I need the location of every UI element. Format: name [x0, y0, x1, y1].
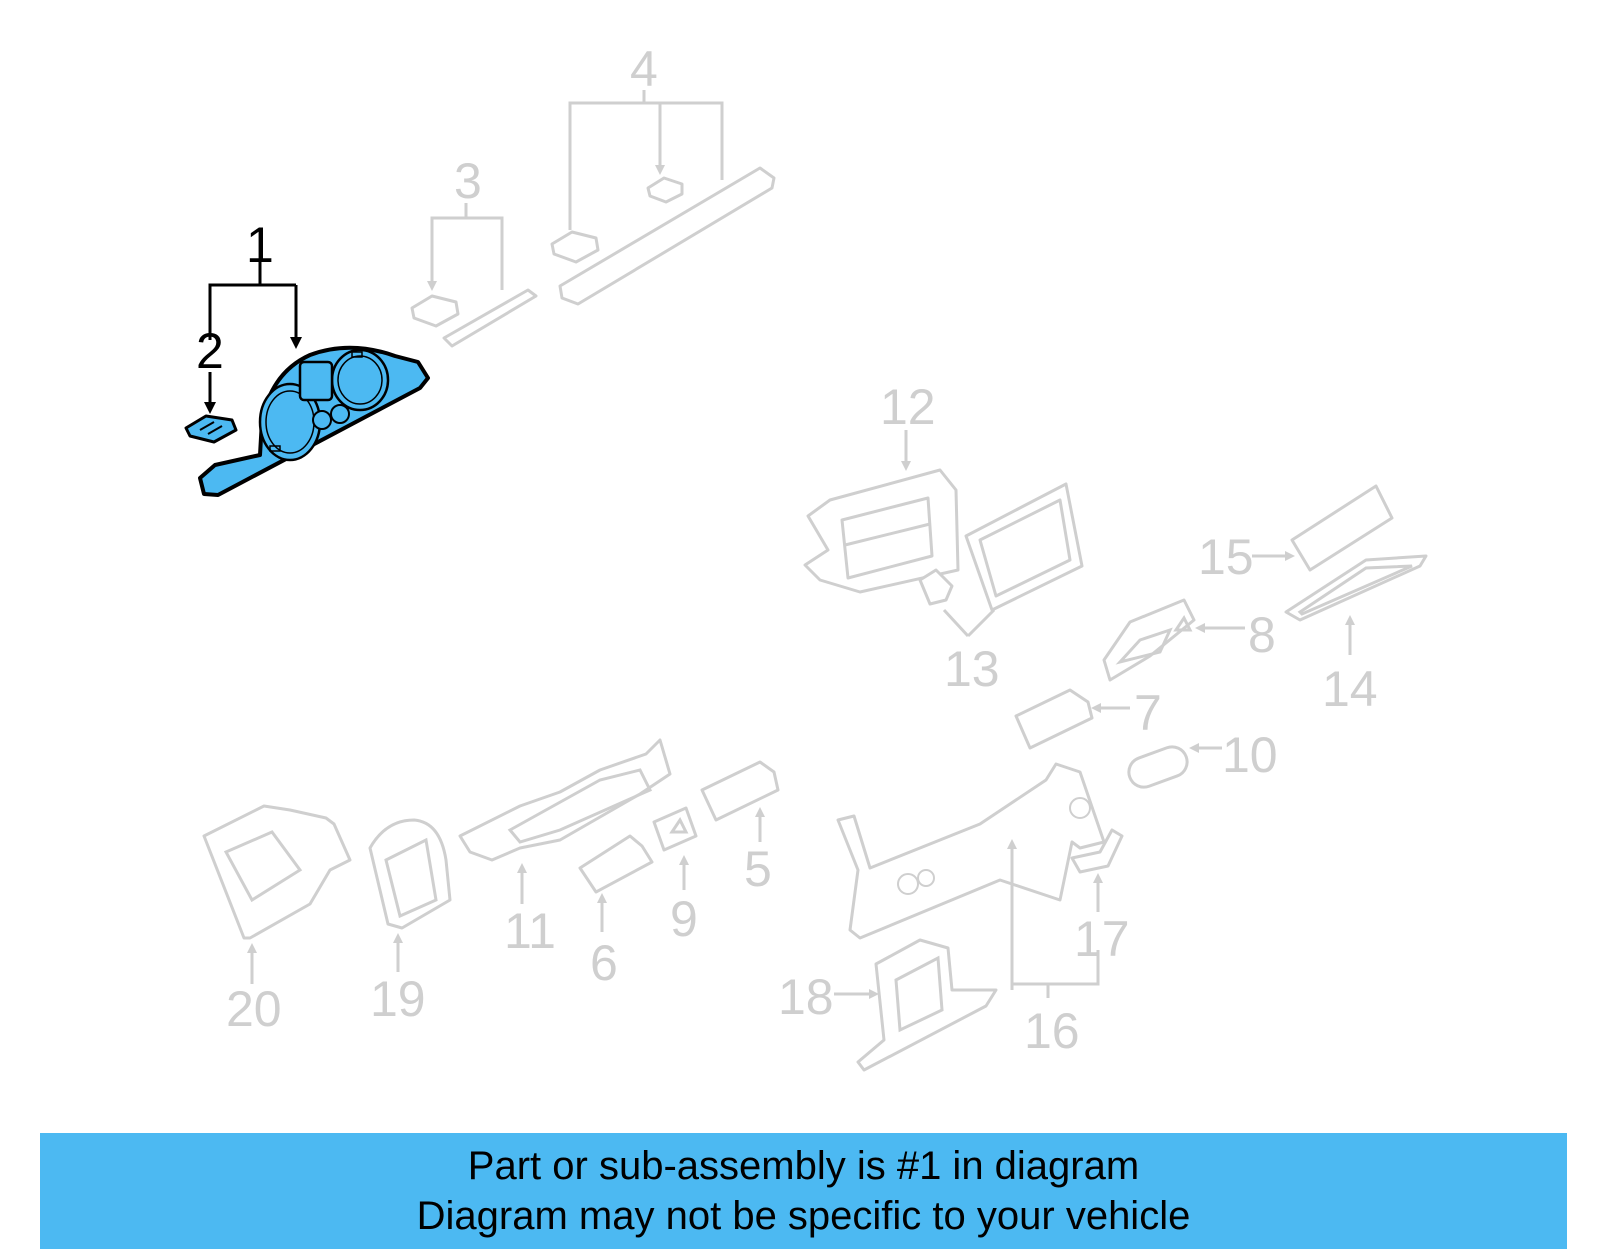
part-4-trim-strip[interactable]: [550, 90, 776, 306]
part-7-trim-panel[interactable]: [1014, 688, 1130, 750]
callout-5[interactable]: 5: [744, 841, 772, 897]
callout-7[interactable]: 7: [1134, 685, 1162, 741]
callout-12[interactable]: 12: [880, 379, 936, 435]
part-2-clip[interactable]: [184, 414, 238, 444]
callout-19[interactable]: 19: [370, 971, 426, 1027]
part-14-panel[interactable]: [1284, 554, 1428, 655]
callout-11[interactable]: 11: [504, 903, 556, 959]
info-banner: Part or sub-assembly is #1 in diagram Di…: [40, 1133, 1567, 1249]
parts-diagram: 1 2 3 4 5 6 7 8 9 10 11 12 13 14 15 16 1…: [184, 41, 1428, 1072]
callout-9[interactable]: 9: [670, 891, 698, 947]
part-15-cover[interactable]: [1252, 484, 1394, 572]
callout-4[interactable]: 4: [630, 41, 658, 97]
callout-6[interactable]: 6: [590, 935, 618, 991]
callout-3[interactable]: 3: [454, 153, 482, 209]
part-8-switch-panel[interactable]: [1102, 598, 1245, 682]
callout-18[interactable]: 18: [778, 969, 834, 1025]
callout-2[interactable]: 2: [196, 323, 224, 379]
part-1-instrument-cluster-bezel[interactable]: [198, 345, 430, 497]
callout-8[interactable]: 8: [1248, 607, 1276, 663]
callout-13[interactable]: 13: [944, 641, 1000, 697]
callout-15[interactable]: 15: [1198, 529, 1254, 585]
callout-17[interactable]: 17: [1074, 911, 1130, 967]
callout-14[interactable]: 14: [1322, 661, 1378, 717]
part-6-trim-cover[interactable]: [578, 834, 654, 932]
part-13-display-panel[interactable]: [918, 482, 1084, 638]
part-19-side-cover[interactable]: [368, 818, 452, 972]
callout-10[interactable]: 10: [1222, 727, 1278, 783]
part-3-trim-strip[interactable]: [410, 203, 538, 348]
part-16-dash-panel[interactable]: [836, 762, 1106, 998]
part-11-center-trim[interactable]: [458, 738, 672, 904]
callout-20[interactable]: 20: [226, 981, 282, 1037]
banner-line-2: Diagram may not be specific to your vehi…: [416, 1194, 1191, 1238]
part-12-radio-bezel[interactable]: [803, 430, 960, 594]
part-18-glove-box[interactable]: [834, 938, 998, 1072]
callout-1[interactable]: 1: [246, 217, 274, 273]
callout-1-leader: [208, 262, 302, 349]
callout-16[interactable]: 16: [1024, 1003, 1080, 1059]
part-20-side-panel[interactable]: [202, 804, 352, 984]
banner-line-1: Part or sub-assembly is #1 in diagram: [467, 1144, 1140, 1188]
part-17-bracket[interactable]: [1070, 828, 1124, 912]
part-10-button[interactable]: [1125, 743, 1222, 792]
part-5-trim-cover[interactable]: [700, 760, 780, 842]
part-9-switch[interactable]: [652, 806, 698, 890]
